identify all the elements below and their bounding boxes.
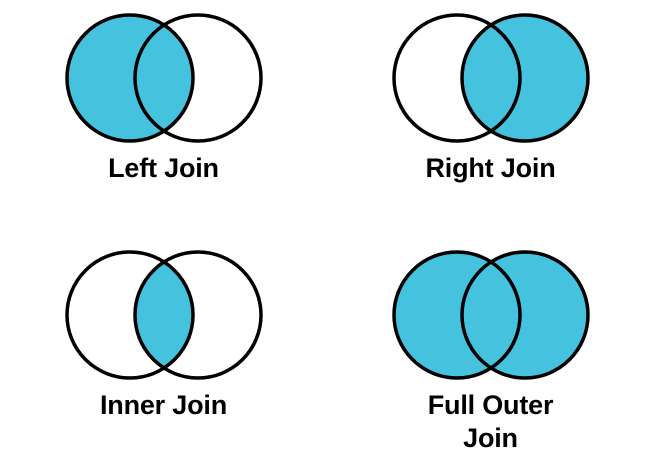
panel-label-right-join: Right Join — [425, 153, 556, 183]
right-circle-fill — [461, 252, 588, 378]
left-circle-outline — [64, 13, 195, 143]
venn-figure-right-join — [386, 7, 596, 149]
intersection-fill — [134, 15, 193, 141]
right-circle-fill — [461, 15, 588, 141]
panel-label-full-outer-join: Full Outer Join — [427, 390, 554, 453]
right-circle-outline — [132, 13, 263, 143]
panel-inner-join: Inner Join — [0, 237, 327, 474]
left-circle-outline — [64, 250, 195, 380]
panel-full-outer-join: Full Outer Join — [327, 237, 654, 474]
right-circle-outline — [459, 13, 590, 143]
panel-label-left-join: Left Join — [108, 153, 219, 183]
venn-figure-left-join — [59, 7, 269, 149]
panel-label-inner-join: Inner Join — [99, 390, 227, 420]
venn-figure-inner-join — [59, 244, 269, 386]
left-circle-outline — [391, 250, 522, 380]
venn-figure-full-outer-join — [386, 244, 596, 386]
panel-left-join: Left Join — [0, 0, 327, 237]
intersection-fill — [134, 252, 193, 378]
panel-right-join: Right Join — [327, 0, 654, 237]
left-circle-outline — [391, 13, 522, 143]
right-circle-outline — [459, 250, 590, 380]
right-circle-outline — [132, 250, 263, 380]
